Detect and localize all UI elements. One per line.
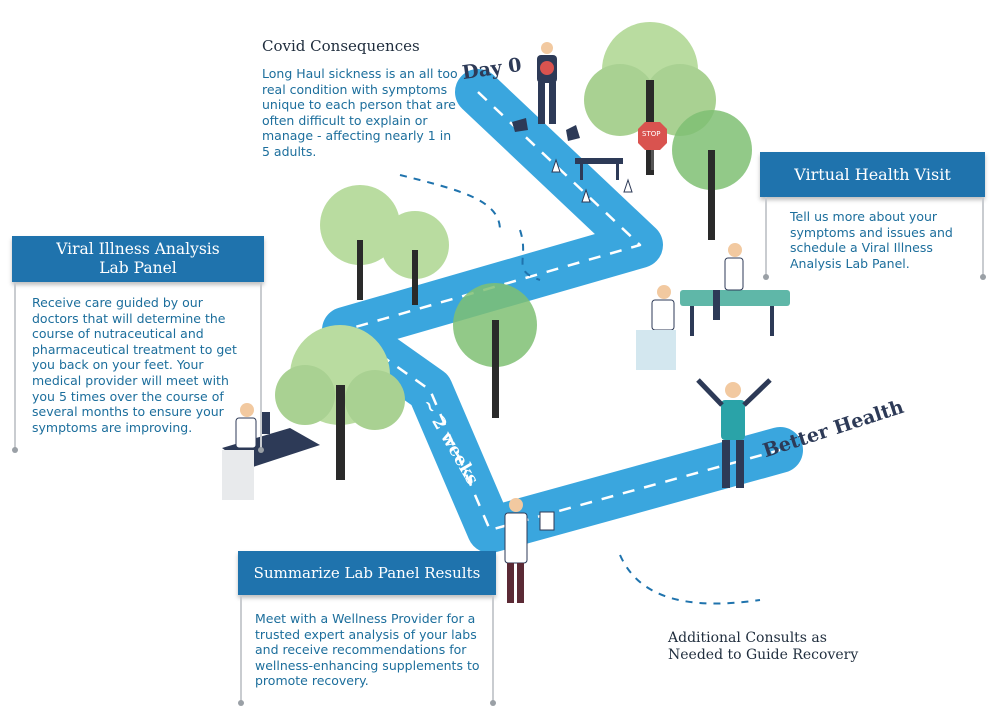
panel-virtual-visit-rail-left (763, 197, 769, 280)
lab-desk-scene (222, 403, 320, 500)
stop-sign (638, 122, 667, 170)
panel-summarize-body: Meet with a Wellness Provider for a trus… (255, 611, 480, 689)
panel-summarize-rail-left (238, 595, 244, 706)
covid-title: Covid Consequences (262, 37, 420, 55)
panel-viral-analysis-rail-left (12, 282, 18, 453)
panel-summarize-title: Summarize Lab Panel Results (238, 551, 496, 595)
additional-consults-text: Additional Consults as Needed to Guide R… (668, 630, 859, 663)
tree-leafy-right (672, 110, 752, 240)
panel-virtual-visit-title: Virtual Health Visit (760, 152, 985, 197)
sick-person-figure (537, 42, 557, 124)
tree-middle-pair (320, 185, 449, 305)
debris (512, 118, 580, 141)
panel-viral-analysis-title: Viral Illness Analysis Lab Panel (12, 236, 264, 282)
road-barrier (551, 158, 633, 203)
tree-left-large (275, 325, 405, 480)
doctor-figure (504, 498, 555, 603)
dashed-connectors (399, 174, 761, 605)
panel-virtual-visit-rail-right (980, 197, 986, 280)
panel-virtual-visit-body: Tell us more about your symptoms and iss… (790, 209, 953, 271)
panel-summarize-rail-right (490, 595, 496, 706)
covid-body: Long Haul sickness is an all too real co… (262, 66, 458, 159)
panel-viral-analysis-rail-right (258, 282, 264, 453)
stop-sign-text: STOP (642, 130, 661, 138)
healthy-person-figure (696, 378, 772, 488)
tree-center-leafy (453, 283, 537, 418)
panel-viral-analysis-body: Receive care guided by our doctors that … (32, 295, 237, 435)
exam-table-scene (636, 243, 790, 370)
